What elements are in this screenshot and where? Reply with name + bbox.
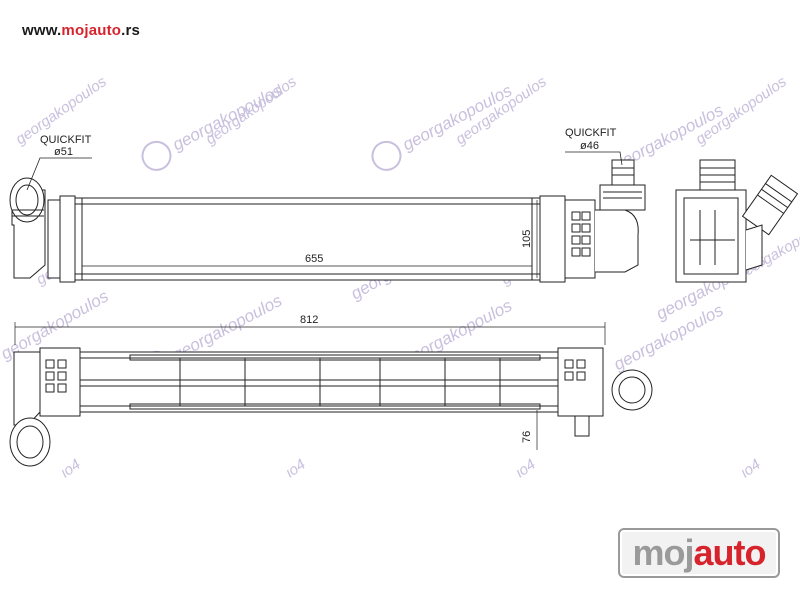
overall-length-dimension: 812 bbox=[14, 314, 606, 345]
right-quickfit-nozzle bbox=[611, 159, 635, 186]
bottom-right-tank-rib bbox=[564, 359, 574, 369]
side-view-angled-connector bbox=[741, 174, 799, 236]
core-length-value: 655 bbox=[305, 253, 323, 265]
connector-callouts: QUICKFIT ø51 QUICKFIT ø46 bbox=[26, 127, 623, 191]
side-view-angled-pipe bbox=[741, 174, 799, 236]
bottom-left-tank-rib bbox=[57, 371, 67, 381]
bottom-left-tank-rib bbox=[45, 359, 55, 369]
right-tank-rib bbox=[571, 211, 581, 221]
core-height-value: 105 bbox=[521, 230, 533, 248]
bottom-depth-value: 76 bbox=[521, 431, 533, 443]
side-view-tank bbox=[675, 189, 747, 283]
site-url-suffix: .rs bbox=[121, 22, 141, 39]
site-url-brand: mojauto bbox=[61, 22, 122, 39]
left-connector-diameter-label: ø51 bbox=[54, 146, 73, 158]
side-view-connector-ring bbox=[757, 194, 784, 214]
logo-part-auto: auto bbox=[693, 532, 767, 573]
intercooler-core bbox=[74, 197, 541, 281]
bottom-view-right-connector-inner bbox=[618, 376, 646, 404]
bottom-left-tank-rib bbox=[45, 371, 55, 381]
bottom-view-left-connector-inner bbox=[16, 425, 44, 459]
side-view-connector-ring bbox=[761, 188, 788, 209]
watermark-logo-icon bbox=[371, 140, 402, 171]
left-end-tank bbox=[59, 195, 76, 283]
left-connector-type-label: QUICKFIT bbox=[40, 134, 92, 146]
right-tank-rib bbox=[581, 211, 591, 221]
side-view-connector-ring bbox=[765, 183, 792, 203]
bottom-right-tank-rib bbox=[576, 371, 586, 381]
watermark-group: georgakopoulos bbox=[203, 73, 301, 148]
side-view-tank-inner bbox=[683, 197, 739, 275]
right-tank-rib bbox=[571, 247, 581, 257]
right-connector-leader-line bbox=[565, 151, 623, 166]
right-connector-type-label: QUICKFIT bbox=[565, 127, 617, 139]
bottom-left-tank-rib bbox=[57, 359, 67, 369]
right-tank-rib bbox=[571, 235, 581, 245]
left-quickfit-connector-inner bbox=[15, 184, 39, 216]
bottom-view-bracket bbox=[129, 354, 541, 361]
core-length-dimension: 655 bbox=[82, 253, 532, 267]
watermark-fragment: ιο4 bbox=[283, 456, 309, 481]
site-url-prefix: www. bbox=[22, 22, 62, 39]
right-outlet-pipe bbox=[595, 209, 639, 273]
bottom-view-left-tank bbox=[39, 347, 81, 417]
bottom-view-left-pipe bbox=[13, 351, 41, 426]
core-height-dimension: 105 bbox=[521, 200, 538, 278]
right-tank-rib bbox=[581, 235, 591, 245]
overall-length-value: 812 bbox=[300, 314, 318, 326]
bottom-view-left-connector bbox=[9, 417, 51, 467]
right-tank-rib bbox=[581, 247, 591, 257]
logo-part-moj: moj bbox=[632, 532, 694, 573]
bottom-view bbox=[9, 347, 653, 467]
bottom-view-bracket bbox=[129, 403, 541, 410]
watermark-fragment: ιο4 bbox=[58, 456, 84, 481]
watermark-fragment: ιο4 bbox=[513, 456, 539, 481]
bottom-view-core bbox=[79, 351, 559, 413]
left-connector-leader-line bbox=[26, 157, 92, 191]
top-view bbox=[9, 159, 646, 283]
watermark-fragment: ιο4 bbox=[738, 456, 764, 481]
left-quickfit-connector bbox=[9, 177, 45, 223]
watermark-logo-icon bbox=[141, 140, 172, 171]
bottom-view-right-connector bbox=[611, 369, 653, 411]
bottom-right-tank-rib bbox=[576, 359, 586, 369]
right-connector-diameter-label: ø46 bbox=[580, 140, 599, 152]
right-end-tank bbox=[539, 195, 566, 283]
right-tank-rib bbox=[581, 223, 591, 233]
bottom-depth-dimension: 76 bbox=[521, 410, 538, 450]
bottom-view-mounting-tab bbox=[574, 415, 590, 437]
watermark-text: georgakopoulos bbox=[203, 73, 301, 148]
watermark-group: georgakopoulos bbox=[371, 81, 516, 171]
bottom-view-right-tank bbox=[557, 347, 604, 417]
side-view bbox=[675, 159, 799, 283]
right-tank-rib bbox=[571, 223, 581, 233]
bottom-right-tank-rib bbox=[564, 371, 574, 381]
bottom-left-tank-rib bbox=[45, 383, 55, 393]
site-url[interactable]: www.mojauto.rs bbox=[22, 22, 140, 39]
side-view-outlet-elbow bbox=[745, 224, 763, 271]
left-end-tank-flange bbox=[47, 199, 61, 279]
bottom-left-tank-rib bbox=[57, 383, 67, 393]
